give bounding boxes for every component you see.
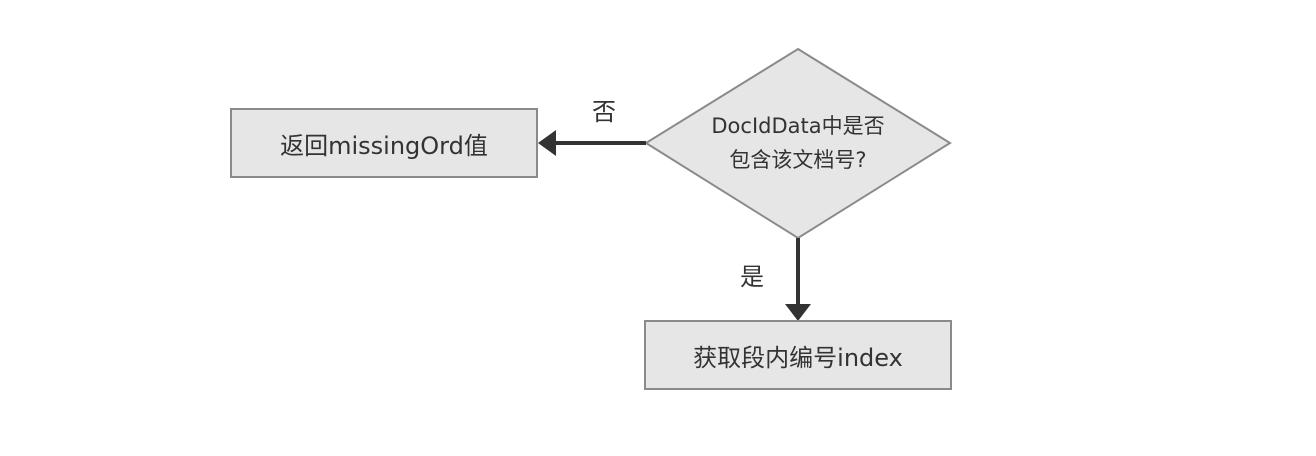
get-segment-index-label: 获取段内编号index: [693, 343, 903, 372]
return-missing-ord-box: 返回missingOrd值: [230, 108, 538, 178]
decision-text-line2: 包含该文档号?: [729, 148, 867, 172]
yes-edge-arrowhead: [785, 304, 811, 321]
yes-edge-label: 是: [740, 263, 764, 291]
get-segment-index-box: 获取段内编号index: [644, 320, 952, 390]
return-missing-ord-label: 返回missingOrd值: [280, 131, 488, 160]
decision-text-line1: DocIdData中是否: [711, 114, 885, 138]
no-edge-label: 否: [592, 98, 616, 126]
decision-text: DocIdData中是否 包含该文档号?: [648, 109, 948, 177]
no-edge-arrowhead: [538, 130, 556, 156]
